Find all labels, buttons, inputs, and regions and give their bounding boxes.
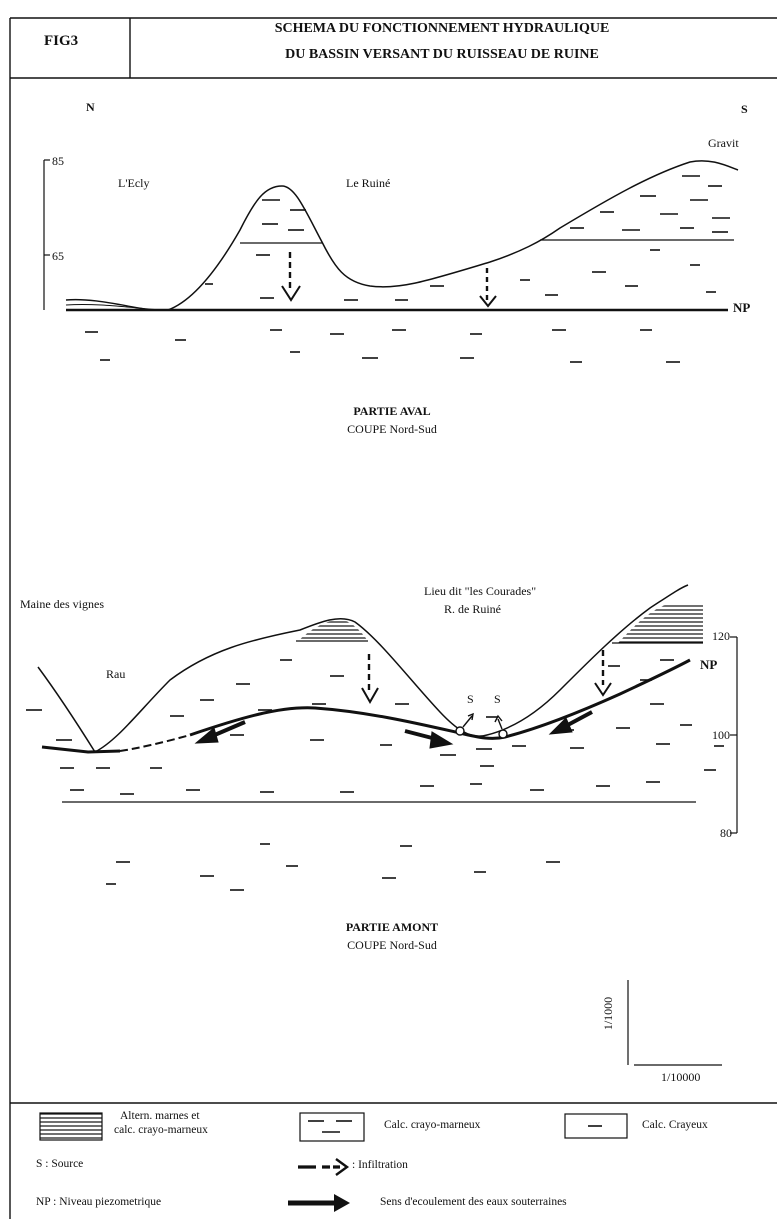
figure-title-line2: DU BASSIN VERSANT DU RUISSEAU DE RUINE (285, 47, 599, 62)
legend-symbol-crayo (299, 1112, 365, 1142)
amont-hatch-cap-right (618, 604, 703, 643)
legend-symbol-altern (39, 1112, 103, 1141)
legend-symbol-crayeux (564, 1113, 628, 1139)
aval-south-label: S (741, 102, 748, 116)
aval-infiltration-arrows (281, 252, 497, 308)
amont-tick-100: 100 (712, 728, 730, 742)
legend-calc-crayeux: Calc. Crayeux (642, 1119, 708, 1131)
amont-source-label-1: S (467, 692, 474, 706)
amont-vertical-axis (730, 636, 738, 834)
amont-topography (37, 584, 689, 753)
aval-section (43, 159, 739, 363)
legend-symbol-flow (288, 1194, 350, 1212)
legend-symbol-infiltration (298, 1158, 350, 1176)
aval-place-gravit: Gravit (708, 136, 739, 150)
amont-lieu-line1: Lieu dit "les Courades" (424, 584, 537, 598)
amont-source-markers (455, 712, 508, 739)
amont-rau-label: Rau (106, 667, 126, 681)
amont-caption-title: PARTIE AMONT (345, 920, 439, 934)
legend-altern-line2: calc. crayo-marneux (114, 1124, 208, 1136)
amont-tick-120: 120 (712, 629, 730, 643)
legend-sens: Sens d'ecoulement des eaux souterraines (380, 1196, 567, 1208)
aval-caption-subtitle: COUPE Nord-Sud (347, 422, 437, 436)
aval-place-ruine: Le Ruiné (346, 176, 391, 190)
amont-section (26, 584, 738, 1066)
amont-np-line-main (189, 658, 691, 740)
scale-horizontal-label: 1/10000 (661, 1070, 701, 1084)
amont-lieu-line2: R. de Ruiné (444, 602, 501, 616)
amont-np-label: NP (700, 657, 718, 672)
aval-hill-ecly (167, 160, 739, 311)
scale-bars (627, 980, 722, 1066)
legend-np: NP : Niveau piezometrique (36, 1196, 162, 1208)
aval-np-label: NP (733, 300, 751, 315)
legend-infiltration: : Infiltration (352, 1159, 408, 1171)
figure-title-line1: SCHEMA DU FONCTIONNEMENT HYDRAULIQUE (274, 21, 610, 36)
legend-altern-line1: Altern. marnes et (120, 1110, 200, 1122)
header-frame (9, 17, 777, 1219)
aval-north-label: N (86, 100, 95, 114)
amont-hatch-cap-left (298, 620, 368, 641)
legend-source: S : Source (36, 1158, 84, 1170)
aval-vertical-axis (43, 159, 50, 310)
amont-np-line-dashed (119, 734, 191, 752)
amont-tick-80: 80 (720, 826, 732, 840)
aval-dash-marks (85, 175, 730, 363)
amont-caption-subtitle: COUPE Nord-Sud (347, 938, 437, 952)
figure-label: FIG3 (44, 33, 79, 49)
amont-infiltration-arrows (361, 650, 612, 705)
amont-source-label-2: S (494, 692, 501, 706)
aval-place-ecly: L'Ecly (118, 176, 150, 190)
aval-tick-65: 65 (52, 249, 64, 263)
scale-vertical-label: 1/1000 (601, 996, 616, 1031)
amont-dash-marks (26, 659, 724, 891)
legend-calc-crayo: Calc. crayo-marneux (384, 1119, 481, 1131)
aval-caption-title: PARTIE AVAL (353, 404, 431, 418)
aval-tick-85: 85 (52, 154, 64, 168)
amont-np-line (41, 745, 121, 754)
amont-place-maine: Maine des vignes (20, 597, 104, 611)
legend-symbols (39, 1112, 628, 1212)
amont-flow-arrows (194, 710, 593, 749)
